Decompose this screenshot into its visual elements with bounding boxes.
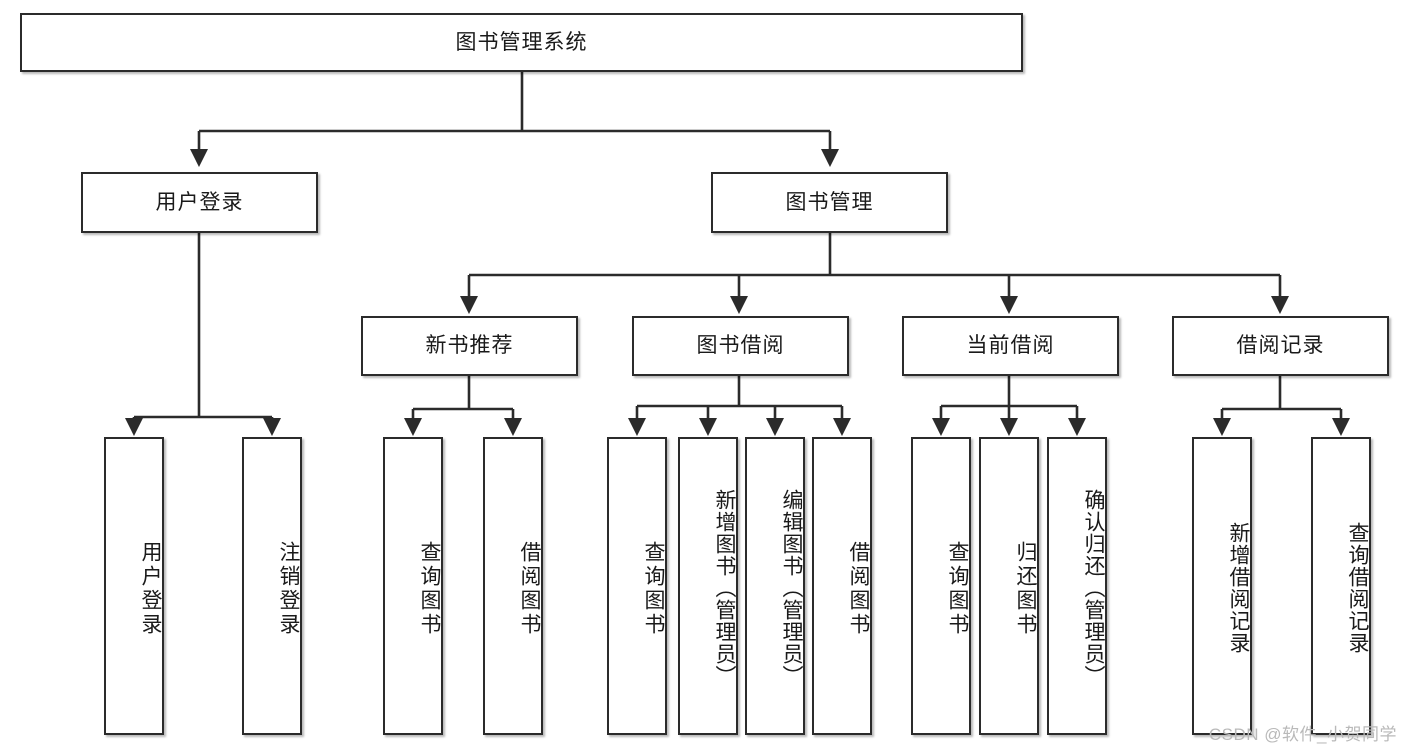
leaf-label: 借阅图书 xyxy=(847,541,870,637)
leaf-label: 新增借阅记录 xyxy=(1227,521,1250,654)
node-current-borrow-label: 当前借阅 xyxy=(966,334,1055,358)
node-book-management-label: 图书管理 xyxy=(785,190,874,214)
leaf-current-query-book[interactable]: 查询图书 xyxy=(911,437,971,735)
leaf-label: 借阅图书 xyxy=(518,541,541,637)
leaf-label: 查询图书 xyxy=(642,541,665,637)
node-user-login[interactable]: 用户登录 xyxy=(81,172,318,233)
leaf-label: 确认归还（管理员） xyxy=(1082,488,1105,687)
node-book-management[interactable]: 图书管理 xyxy=(711,172,948,233)
node-new-book-recommend[interactable]: 新书推荐 xyxy=(361,316,578,376)
leaf-borrow-edit-book-admin[interactable]: 编辑图书（管理员） xyxy=(745,437,805,735)
leaf-borrow-add-book-admin[interactable]: 新增图书（管理员） xyxy=(678,437,738,735)
node-new-book-recommend-label: 新书推荐 xyxy=(425,334,514,358)
leaf-record-query-record[interactable]: 查询借阅记录 xyxy=(1311,437,1371,735)
leaf-recommend-query-book[interactable]: 查询图书 xyxy=(383,437,443,735)
leaf-borrow-borrow-book[interactable]: 借阅图书 xyxy=(812,437,872,735)
leaf-user-login-login[interactable]: 用户登录 xyxy=(104,437,164,735)
leaf-current-confirm-return-admin[interactable]: 确认归还（管理员） xyxy=(1047,437,1107,735)
leaf-label: 查询图书 xyxy=(418,541,441,637)
leaf-user-login-logout[interactable]: 注销登录 xyxy=(242,437,302,735)
leaf-borrow-query-book[interactable]: 查询图书 xyxy=(607,437,667,735)
leaf-label: 查询图书 xyxy=(946,541,969,637)
node-root[interactable]: 图书管理系统 xyxy=(20,13,1023,72)
leaf-label: 编辑图书（管理员） xyxy=(780,488,803,687)
leaf-label: 注销登录 xyxy=(277,541,300,637)
node-book-borrow[interactable]: 图书借阅 xyxy=(632,316,849,376)
watermark: CSDN @软件_小贺同学 xyxy=(1208,725,1397,744)
leaf-current-return-book[interactable]: 归还图书 xyxy=(979,437,1039,735)
node-user-login-label: 用户登录 xyxy=(155,190,244,214)
node-book-borrow-label: 图书借阅 xyxy=(696,334,785,358)
leaf-label: 归还图书 xyxy=(1014,541,1037,637)
node-borrow-record-label: 借阅记录 xyxy=(1236,334,1325,358)
leaf-record-add-record[interactable]: 新增借阅记录 xyxy=(1192,437,1252,735)
leaf-label: 新增图书（管理员） xyxy=(713,488,736,687)
node-borrow-record[interactable]: 借阅记录 xyxy=(1172,316,1389,376)
leaf-label: 查询借阅记录 xyxy=(1346,521,1369,654)
node-current-borrow[interactable]: 当前借阅 xyxy=(902,316,1119,376)
leaf-label: 用户登录 xyxy=(139,541,162,637)
node-root-label: 图书管理系统 xyxy=(455,30,588,54)
leaf-recommend-borrow-book[interactable]: 借阅图书 xyxy=(483,437,543,735)
